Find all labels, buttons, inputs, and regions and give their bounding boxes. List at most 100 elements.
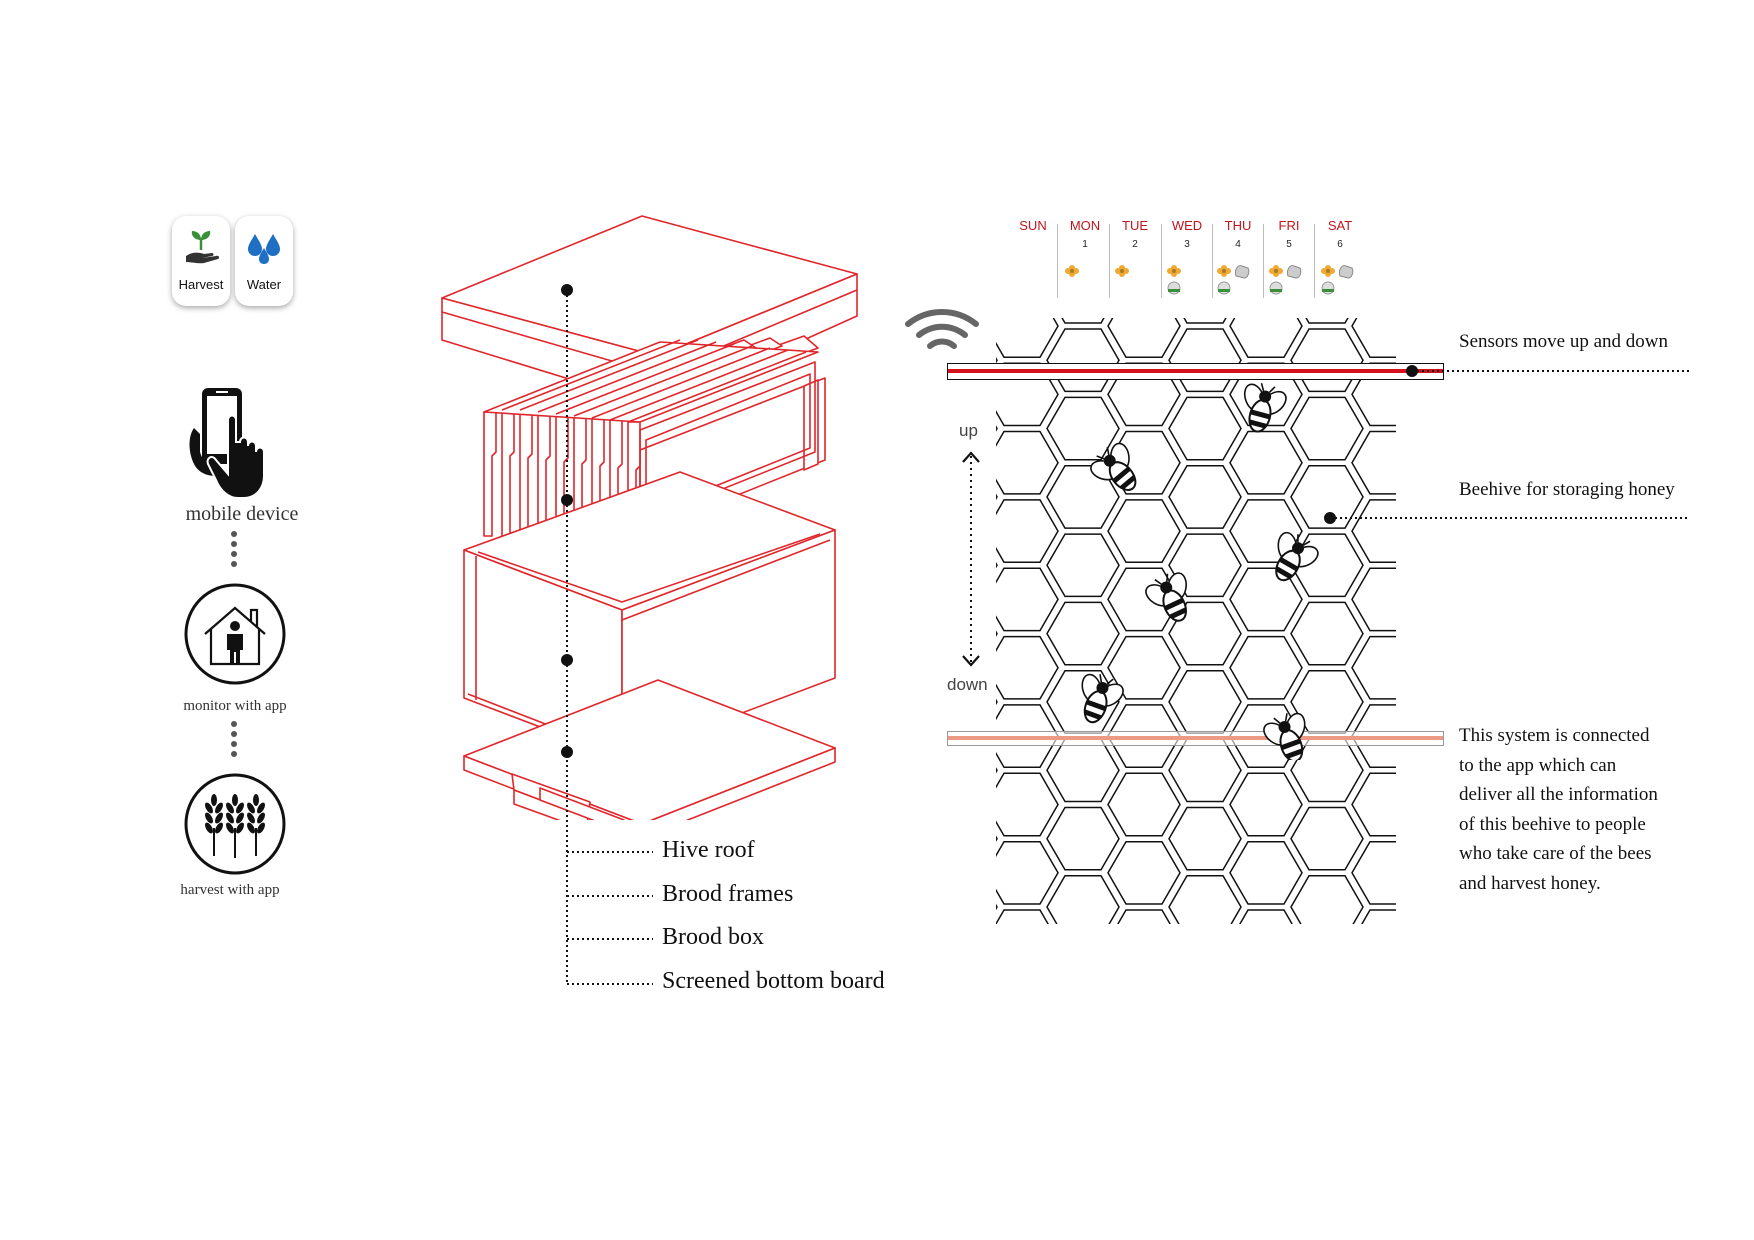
beehive-annotation: Beehive for storaging honey <box>1459 479 1675 500</box>
honeycomb-cell <box>1229 430 1303 495</box>
board-marker <box>561 746 573 758</box>
honeycomb-cell <box>1046 328 1120 393</box>
bees-layer <box>1065 380 1328 760</box>
honeycomb-cell <box>996 909 1049 924</box>
honeycomb-cell <box>996 567 1059 632</box>
sensor-bar-bottom[interactable] <box>947 731 1444 746</box>
system-line: to the app which can <box>1459 754 1617 776</box>
honeycomb-cell <box>1229 772 1303 837</box>
calendar-day-sun: SUN <box>1019 218 1047 233</box>
seedling-hand-icon <box>186 231 220 264</box>
bee-icon <box>1065 666 1132 732</box>
harvest-with-app-label: harvest with app <box>180 882 280 898</box>
honeycomb-cell <box>996 430 1059 495</box>
flower-icon <box>1065 265 1079 277</box>
honeycomb-cell <box>1061 318 1105 324</box>
honeycomb-cell <box>1168 806 1242 871</box>
honey-jar-icon <box>1321 281 1335 295</box>
bee-icon <box>1136 564 1206 632</box>
up-label: up <box>959 421 978 440</box>
honeycomb-cell <box>1107 840 1181 905</box>
honeycomb-cell <box>1046 875 1120 924</box>
honeycomb-cell <box>996 318 997 323</box>
mobile-device-hand-icon <box>189 388 265 499</box>
frames-marker <box>561 494 573 506</box>
monitor-home-icon <box>184 583 286 685</box>
honeycomb-cell <box>1229 840 1303 905</box>
honeycomb-cell <box>1351 318 1396 358</box>
honeycomb-cell <box>996 635 1059 700</box>
honeycomb-cell <box>1107 635 1181 700</box>
legend-brood-box: Brood box <box>662 924 764 950</box>
connector-dots <box>231 531 237 567</box>
water-drops-icon <box>248 234 280 264</box>
system-line: of this beehive to people <box>1459 813 1646 835</box>
honeycomb-cell <box>1168 601 1242 666</box>
sensors-annotation: Sensors move up and down <box>1459 331 1668 352</box>
honeycomb-cell <box>1168 875 1242 924</box>
honeycomb-cell <box>1290 875 1364 924</box>
legend-screened-bottom-board: Screened bottom board <box>662 968 885 994</box>
honeycomb-cell <box>1351 430 1396 495</box>
monitor-with-app-label: monitor with app <box>183 698 287 714</box>
honeycomb-cell <box>1229 318 1303 358</box>
honeycomb-cell <box>1107 772 1181 837</box>
honeycomb-cell <box>1290 328 1364 393</box>
honeycomb-cell <box>1239 909 1293 924</box>
system-line: This system is connected <box>1459 725 1650 746</box>
honeycomb-cell <box>1351 772 1396 837</box>
down-label: down <box>947 675 988 694</box>
bee-icon <box>1081 433 1154 506</box>
honeycomb-cell <box>1351 840 1396 905</box>
honeycomb-cell <box>1305 318 1349 324</box>
honeycomb-cell <box>1107 567 1181 632</box>
harvest-app-icon[interactable]: Harvest <box>172 216 230 306</box>
calendar-weather-icons <box>1065 265 1354 295</box>
system-annotation: This system is connected to the app whic… <box>1459 721 1658 898</box>
honeycomb-cell <box>1046 533 1120 598</box>
water-app-label: Water <box>246 277 282 292</box>
honeycomb-cell <box>1107 318 1181 358</box>
connector-dots <box>231 721 237 757</box>
flower-icon <box>1167 265 1181 277</box>
honeycomb-cell <box>996 772 1059 837</box>
hand-icon <box>1235 265 1250 279</box>
up-down-arrow <box>962 451 980 667</box>
honeycomb-cell <box>1183 318 1227 324</box>
honeycomb-cell <box>996 840 1059 905</box>
hive-callout-lines <box>561 284 653 985</box>
honeycomb-cell <box>1046 601 1120 666</box>
honeycomb-cell <box>996 835 998 842</box>
honeycomb-cell <box>1351 362 1396 427</box>
system-line: who take care of the bees <box>1459 843 1652 864</box>
annotation-leader-lines <box>1406 365 1690 377</box>
water-app-icon[interactable]: Water <box>235 216 293 306</box>
honeycomb-cell <box>1046 806 1120 871</box>
honeycomb-cell <box>1290 601 1364 666</box>
wheat-harvest-icon <box>184 773 286 875</box>
honeycomb-cell <box>1107 499 1181 563</box>
honeycomb-cell <box>996 704 1059 769</box>
honeycomb-cell <box>1351 635 1396 700</box>
system-line: deliver all the information <box>1459 784 1658 805</box>
honeycomb-cell <box>996 499 1059 563</box>
legend-brood-frames: Brood frames <box>662 881 794 907</box>
sensor-bar-top[interactable] <box>947 363 1444 380</box>
flower-icon <box>1269 265 1283 277</box>
honeycomb-cell <box>1351 499 1396 563</box>
wifi-icon <box>905 309 979 349</box>
screened-bottom-board-shape <box>463 679 836 820</box>
legend-hive-roof: Hive roof <box>662 837 755 863</box>
honeycomb-cell <box>1351 567 1396 632</box>
bee-icon <box>1230 380 1294 439</box>
honeycomb-cell <box>1168 396 1242 461</box>
honey-jar-icon <box>1167 281 1181 295</box>
honeycomb-cell <box>1229 635 1303 700</box>
hand-icon <box>1339 265 1354 279</box>
